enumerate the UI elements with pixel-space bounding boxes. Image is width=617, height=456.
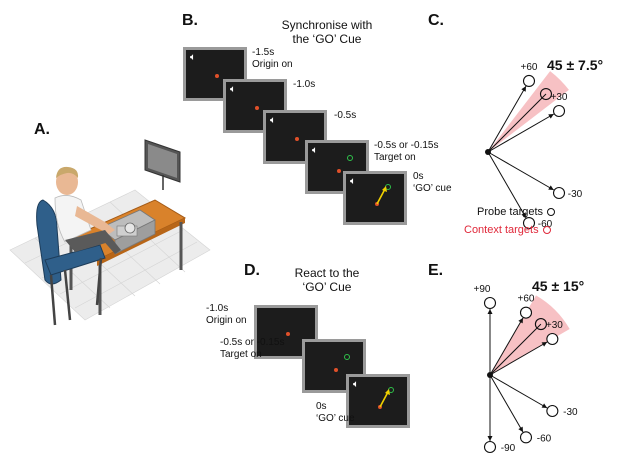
probe-target: [552, 104, 566, 118]
panel-label-e: E.: [428, 262, 444, 279]
legend-probe-label: Probe targets: [477, 206, 544, 218]
panel-b-header: Synchronise with the ‘GO’ Cue: [281, 18, 373, 46]
speaker-icon: 🔈︎: [270, 115, 276, 126]
probe-target: [519, 431, 533, 444]
panel-c-target-diagram: 45 ± 7.5° +60 +30 -30 -60: [485, 57, 603, 230]
probe-angle-label: -90: [501, 443, 516, 454]
probe-arrowhead: [548, 114, 554, 119]
target-ring: [347, 155, 353, 161]
probe-target: [546, 404, 559, 418]
probe-angle-label: -30: [563, 407, 578, 418]
origin-dot: [295, 137, 299, 141]
probe-target: [522, 216, 536, 230]
panel-b-time-4: -0.5s or -0.15s Target on: [374, 140, 439, 163]
context-target: [539, 87, 553, 101]
probe-angle-label: -30: [568, 189, 583, 200]
panel-b-time-2: -1.0s: [293, 79, 316, 90]
probe-target: [519, 306, 533, 319]
movement-arrow: [379, 389, 390, 408]
origin-dot: [334, 368, 338, 372]
probe-angle-label: +60: [521, 62, 538, 73]
participant-illustration: [9, 139, 211, 326]
panel-d-screen-3: 🔈︎: [346, 374, 410, 428]
probe-target: [483, 440, 497, 454]
panel-b-screen-5: 🔈︎: [343, 171, 407, 225]
panel-d-header: React to the ‘GO’ Cue: [294, 266, 360, 294]
probe-angle-label: -60: [537, 433, 552, 444]
legend-probe: Probe targets: [477, 206, 556, 218]
context-arrow: [489, 323, 542, 376]
panel-label-d: D.: [244, 262, 260, 279]
legend-context: Context targets: [464, 224, 551, 236]
speaker-icon: 🔈︎: [312, 145, 318, 156]
probe-angle-label: +90: [474, 284, 491, 295]
panel-d-time-1: -1.0s Origin on: [206, 303, 247, 326]
panel-b-time-5: 0s ‘GO’ cue: [413, 171, 452, 194]
origin-dot: [286, 332, 290, 336]
probe-arrow: [489, 374, 548, 409]
probe-arrow: [489, 374, 524, 433]
origin-point: [487, 372, 493, 378]
probe-angle-label: -60: [538, 219, 553, 230]
legend-context-label: Context targets: [464, 224, 539, 236]
probe-arrow: [487, 113, 555, 153]
speaker-icon: 🔈︎: [190, 52, 196, 63]
probe-arrow: [487, 151, 555, 191]
probe-arrowhead: [541, 342, 548, 347]
chair: [36, 199, 106, 326]
monitor: [144, 139, 181, 190]
panel-label-a: A.: [34, 121, 50, 138]
panel-b-time-1: -1.5s Origin on: [252, 47, 293, 70]
probe-arrowhead: [548, 185, 554, 190]
probe-arrow: [489, 341, 548, 376]
origin-dot: [337, 169, 341, 173]
speaker-icon: 🔈︎: [353, 379, 359, 390]
probe-arrowhead: [487, 436, 493, 441]
context-range-label: 45 ± 15°: [532, 278, 584, 294]
panel-d-time-3: 0s ‘GO’ cue: [316, 401, 355, 424]
probe-arrow: [489, 317, 524, 376]
panel-label-c: C.: [428, 12, 444, 29]
probe-target: [552, 186, 566, 200]
probe-arrowhead: [541, 403, 548, 408]
origin-dot: [255, 106, 259, 110]
probe-target: [483, 296, 497, 310]
context-arrow: [487, 93, 547, 153]
speaker-icon: 🔈︎: [230, 84, 236, 95]
probe-arrowhead: [521, 86, 526, 92]
context-target: [534, 318, 547, 331]
panel-label-b: B.: [182, 12, 198, 29]
probe-angle-label: +30: [546, 320, 563, 331]
probe-angle-label: +30: [551, 92, 568, 103]
probe-target: [522, 74, 536, 88]
movement-arrow: [376, 186, 387, 205]
probe-arrowhead: [518, 426, 523, 433]
panel-b-time-3: -0.5s: [334, 110, 357, 121]
probe-target-icon: [547, 208, 556, 216]
person: [54, 166, 121, 254]
origin-dot: [215, 74, 219, 78]
probe-angle-label: +60: [518, 294, 535, 305]
target-ring: [344, 354, 350, 360]
probe-target: [546, 332, 559, 346]
panel-d-time-2: -0.5s or -0.15s Target on: [220, 337, 285, 360]
probe-arrow: [487, 151, 527, 219]
context-target-icon: [542, 226, 551, 234]
probe-arrowhead: [521, 212, 526, 218]
probe-arrowhead: [487, 309, 493, 314]
robot-device: [99, 209, 156, 255]
speaker-icon: 🔈︎: [350, 176, 356, 187]
probe-arrowhead: [518, 317, 523, 324]
panel-e-target-diagram: 45 ± 15° +90 +60 +30 -30 -60 -90: [474, 278, 585, 454]
origin-point: [485, 149, 491, 155]
context-range-label: 45 ± 7.5°: [547, 57, 603, 73]
probe-arrow: [487, 85, 527, 153]
